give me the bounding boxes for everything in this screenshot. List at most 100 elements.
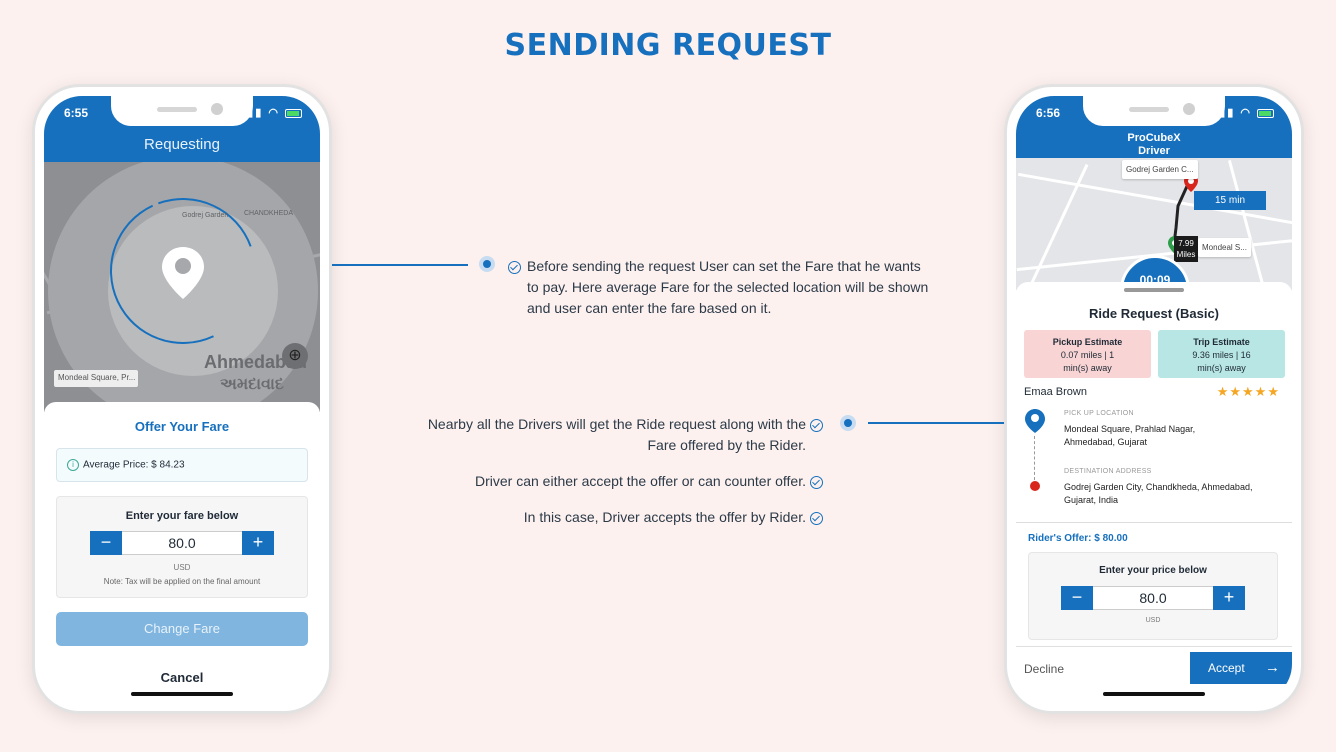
map-place-label: Godrej Garden	[182, 212, 229, 219]
currency-label: USD	[173, 563, 191, 572]
phone-notch	[1083, 96, 1225, 126]
annotation-line: Fare offered by the Rider.	[647, 437, 807, 453]
destination-address-line: Godrej Garden City, Chandkheda, Ahmedaba…	[1064, 482, 1253, 492]
accept-label: Accept	[1208, 661, 1245, 675]
increase-fare-button[interactable]: +	[242, 531, 274, 555]
pickup-estimate-line: min(s) away	[1063, 363, 1112, 373]
destination-tag: Godrej Garden C...	[1122, 160, 1198, 179]
riders-offer: Rider's Offer: $ 80.00	[1028, 533, 1128, 544]
sheet-handle[interactable]	[1124, 288, 1184, 292]
average-price: Average Price: $ 84.23	[83, 459, 185, 471]
eta-badge: 15 min	[1194, 191, 1266, 210]
home-indicator	[1103, 692, 1205, 696]
map-place-label: CHANDKHEDA	[244, 210, 294, 217]
arrow-right-icon: →	[1265, 659, 1280, 676]
pickup-address-line: Ahmedabad, Gujarat	[1064, 437, 1148, 447]
annotation-driver-accepts: In this case, Driver accepts the offer b…	[523, 509, 806, 525]
trip-estimate-heading: Trip Estimate	[1193, 337, 1250, 347]
page-title: SENDING REQUEST	[504, 28, 832, 63]
home-indicator	[131, 692, 233, 696]
fare-entry-box: Enter your fare below − 80.0 + USD Note:…	[56, 496, 308, 598]
change-fare-button[interactable]: Change Fare	[56, 612, 308, 646]
header-title-line-2: Driver	[1138, 145, 1170, 157]
divider	[1016, 646, 1292, 647]
pickup-estimate-line: 0.07 miles | 1	[1060, 350, 1115, 360]
map-city-name-local: અમદાવાદ	[220, 376, 284, 393]
decline-button[interactable]: Decline	[1024, 662, 1065, 676]
header-title-line-1: ProCubeX	[1127, 132, 1181, 144]
annotation-drivers-notified: Nearby all the Drivers will get the Ride…	[300, 414, 806, 456]
rating-stars-icon: ★★★★★	[1216, 384, 1280, 399]
check-circle-icon	[508, 261, 521, 274]
distance-value: 7.99	[1178, 239, 1194, 248]
route-map[interactable]: Godrej Garden C... 15 min 7.99 Miles Mon…	[1016, 158, 1292, 290]
pickup-estimate-card: Pickup Estimate 0.07 miles | 1 min(s) aw…	[1024, 330, 1151, 378]
fare-stepper: − 80.0 +	[90, 531, 274, 555]
rider-name: Emaa Brown	[1024, 386, 1087, 398]
pickup-label: PICK UP LOCATION	[1064, 410, 1134, 417]
pickup-location-tag: Mondeal Square, Pr...	[54, 370, 138, 387]
price-entry-box: Enter your price below − 80.0 + USD	[1028, 552, 1278, 640]
fare-input[interactable]: 80.0	[122, 531, 242, 555]
decrease-fare-button[interactable]: −	[90, 531, 122, 555]
destination-label: DESTINATION ADDRESS	[1064, 468, 1152, 475]
annotation-fare-setting: Before sending the request User can set …	[527, 256, 928, 319]
connector-dot	[840, 415, 856, 431]
battery-icon	[285, 108, 302, 118]
price-label: Enter your price below	[1099, 565, 1207, 576]
header-title: ProCubeX Driver	[1016, 132, 1292, 158]
battery-icon	[1257, 108, 1274, 118]
rider-phone: 6:55 ▮▮▮ ◠ Requesting Godrej Garden CHAN…	[32, 84, 332, 714]
driver-screen: 6:56 ▮▮▮ ◠ ProCubeX Driver Godrej Garden	[1016, 96, 1292, 702]
annotation-accept-or-counter: Driver can either accept the offer or ca…	[475, 473, 806, 489]
info-icon: i	[67, 459, 79, 471]
distance-unit: Miles	[1176, 250, 1196, 259]
annotation-line: Before sending the request User can set …	[527, 258, 921, 274]
locate-me-icon[interactable]: ⊕	[282, 343, 308, 369]
status-time: 6:55	[64, 106, 89, 120]
pickup-tag: Mondeal S...	[1198, 238, 1251, 257]
trip-estimate-line: min(s) away	[1197, 363, 1246, 373]
map-city-name: Ahmedabad	[204, 352, 308, 372]
pickup-address: Mondeal Square, Prahlad Nagar, Ahmedabad…	[1064, 423, 1282, 449]
check-circle-icon	[810, 512, 823, 525]
connector-line	[868, 422, 1004, 424]
pickup-address-line: Mondeal Square, Prahlad Nagar,	[1064, 424, 1196, 434]
status-time: 6:56	[1036, 106, 1061, 120]
ride-request-sheet: Ride Request (Basic) Pickup Estimate 0.0…	[1016, 282, 1292, 702]
trip-estimate-line: 9.36 miles | 16	[1192, 350, 1251, 360]
increase-price-button[interactable]: +	[1213, 586, 1245, 610]
destination-address-line: Gujarat, India	[1064, 495, 1119, 505]
distance-badge: 7.99 Miles	[1174, 236, 1198, 262]
price-input[interactable]: 80.0	[1093, 586, 1213, 610]
average-price-box: i Average Price: $ 84.23	[56, 448, 308, 482]
pickup-location-icon	[1025, 409, 1045, 433]
divider	[1016, 522, 1292, 523]
wifi-icon: ◠	[268, 107, 280, 119]
cancel-button[interactable]: Cancel	[160, 670, 204, 685]
destination-dot-icon	[1030, 481, 1040, 491]
tax-note: Note: Tax will be applied on the final a…	[103, 577, 261, 586]
ride-request-title: Ride Request (Basic)	[1088, 306, 1220, 321]
pickup-estimate-heading: Pickup Estimate	[1052, 337, 1123, 347]
accept-button[interactable]: Accept →	[1190, 652, 1292, 684]
route-connector	[1034, 436, 1035, 480]
fare-label: Enter your fare below	[125, 510, 239, 522]
annotation-line: Nearby all the Drivers will get the Ride…	[427, 416, 806, 432]
search-radius-inner	[108, 206, 278, 376]
connector-line	[332, 264, 468, 266]
currency-label: USD	[1145, 617, 1161, 624]
driver-phone: 6:56 ▮▮▮ ◠ ProCubeX Driver Godrej Garden	[1004, 84, 1304, 714]
decrease-price-button[interactable]: −	[1061, 586, 1093, 610]
header-title: Requesting	[144, 136, 220, 153]
phone-notch	[111, 96, 253, 126]
check-circle-icon	[810, 476, 823, 489]
location-pin-icon	[162, 247, 204, 299]
request-map[interactable]: Godrej Garden CHANDKHEDA Ahmedabad અમદાવ…	[44, 162, 320, 412]
check-circle-icon	[810, 419, 823, 432]
annotation-line: and user can enter the fare based on it.	[527, 300, 772, 316]
trip-estimate-card: Trip Estimate 9.36 miles | 16 min(s) awa…	[1158, 330, 1285, 378]
offer-title: Offer Your Fare	[134, 419, 230, 434]
rider-screen: 6:55 ▮▮▮ ◠ Requesting Godrej Garden CHAN…	[44, 96, 320, 702]
